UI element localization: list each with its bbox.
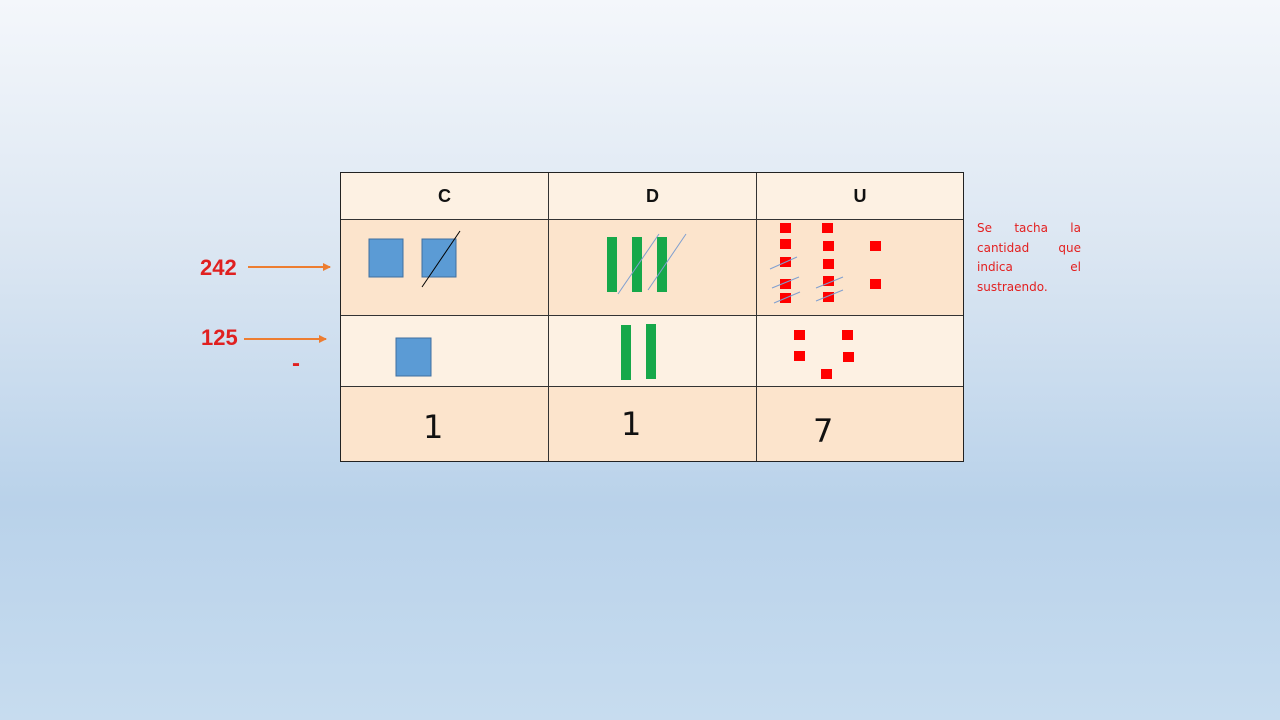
subtrahend-label: 125 — [201, 325, 238, 350]
subtrahend-tens-cell — [549, 316, 757, 387]
result-tens-digit: 1 — [621, 405, 642, 443]
minuend-hundreds-cell — [341, 220, 549, 316]
result-units-digit: 7 — [813, 412, 834, 450]
result-hundreds-cell — [341, 387, 549, 461]
header-hundreds-label: C — [438, 185, 451, 206]
result-hundreds-digit: 1 — [423, 408, 444, 446]
subtrahend-hundreds-cell — [341, 316, 549, 387]
header-units: U — [757, 173, 963, 220]
header-tens: D — [549, 173, 757, 220]
minuend-label: 242 — [200, 255, 237, 280]
header-tens-label: D — [646, 185, 659, 206]
minuend-units-cell — [757, 220, 963, 316]
result-tens-cell — [549, 387, 757, 461]
minus-sign: - — [292, 350, 300, 377]
explanation-note: Se tacha la cantidad que indica el sustr… — [977, 221, 1081, 294]
minuend-tens-cell — [549, 220, 757, 316]
result-units-cell — [757, 387, 963, 461]
subtrahend-units-cell — [757, 316, 963, 387]
header-hundreds: C — [341, 173, 549, 220]
header-units-label: U — [853, 185, 867, 206]
